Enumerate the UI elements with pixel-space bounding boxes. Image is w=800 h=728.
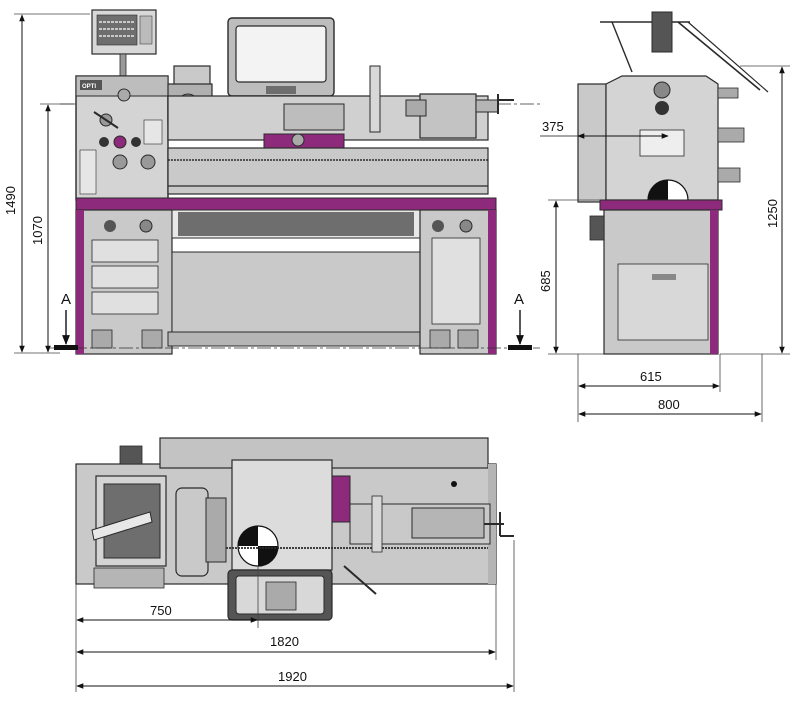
dim-750: 750 bbox=[75, 566, 259, 692]
dim-375: 375 bbox=[540, 119, 669, 139]
dim-1920: 1920 bbox=[76, 540, 515, 692]
dim-1490: 1490 bbox=[3, 13, 90, 354]
dim-800-label: 800 bbox=[658, 397, 680, 412]
section-label-left: A bbox=[61, 291, 71, 308]
section-label-right: A bbox=[514, 291, 524, 308]
chip-tray bbox=[167, 209, 425, 347]
right-cabinet bbox=[419, 209, 497, 355]
dim-1250: 1250 bbox=[720, 65, 790, 355]
bench-top-side bbox=[599, 199, 723, 211]
front-view: 1490 1070 bbox=[3, 9, 540, 355]
dim-1820: 1820 bbox=[76, 584, 497, 660]
left-cabinet bbox=[75, 209, 173, 355]
headstock-plan bbox=[91, 445, 167, 589]
stop-rod bbox=[369, 65, 381, 133]
dim-615: 615 bbox=[577, 354, 721, 422]
dim-615-label: 615 bbox=[640, 369, 662, 384]
brand-logo: OPTI bbox=[82, 84, 96, 90]
center-mark-top bbox=[237, 525, 279, 567]
dim-1920-label: 1920 bbox=[278, 669, 307, 684]
dim-685: 685 bbox=[538, 199, 604, 355]
dim-1820-label: 1820 bbox=[270, 634, 299, 649]
headstock: OPTI bbox=[75, 75, 169, 201]
top-view: 750 1820 1920 bbox=[75, 437, 515, 692]
dim-1070-label: 1070 bbox=[30, 216, 45, 245]
tailstock-plan bbox=[371, 481, 514, 553]
dro-display bbox=[91, 9, 157, 83]
saddle-plan bbox=[227, 459, 377, 621]
bench-top bbox=[75, 197, 497, 211]
dim-1250-label: 1250 bbox=[765, 199, 780, 228]
dim-800: 800 bbox=[578, 354, 763, 422]
side-guard bbox=[577, 83, 607, 203]
dim-1490-label: 1490 bbox=[3, 186, 18, 215]
dim-375-label: 375 bbox=[542, 119, 564, 134]
apron-area bbox=[167, 147, 489, 195]
label-plate bbox=[639, 129, 685, 157]
side-view: 375 685 1250 615 800 bbox=[538, 11, 790, 422]
dro-side bbox=[651, 11, 673, 53]
dro-arm-side bbox=[677, 21, 761, 91]
section-marker-right: A bbox=[508, 291, 532, 350]
chuck-plan bbox=[175, 487, 227, 577]
dim-750-label: 750 bbox=[150, 603, 172, 618]
section-marker-left: A bbox=[54, 291, 78, 350]
tailstock bbox=[405, 93, 514, 139]
chip-guard bbox=[227, 17, 335, 97]
dim-685-label: 685 bbox=[538, 270, 553, 292]
